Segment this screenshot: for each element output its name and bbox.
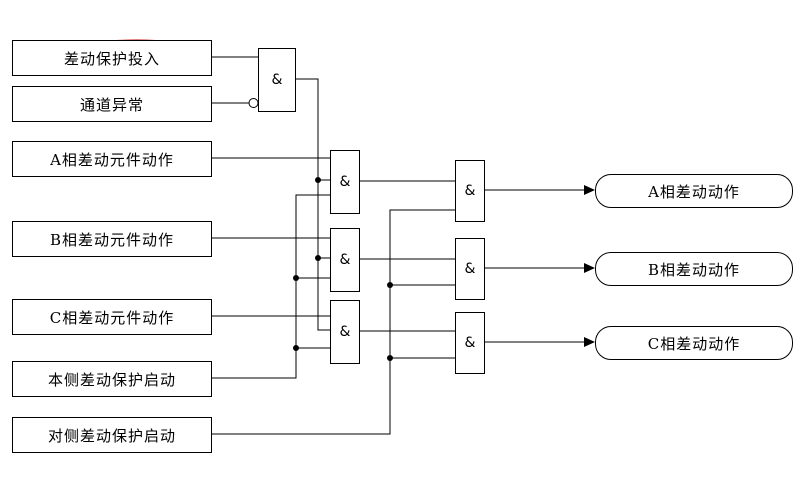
and-symbol: &	[464, 335, 476, 351]
output-phase-a-diff-operate: A相差动动作	[595, 174, 793, 208]
input-label: 通道异常	[79, 95, 144, 114]
input-phase-a-diff-element: A相差动元件动作	[12, 141, 212, 177]
phase-b-output-and-gate: &	[455, 238, 485, 300]
junction-dot	[293, 275, 299, 281]
phase-c-output-and-gate: &	[455, 312, 485, 374]
phase-a-output-and-gate: &	[455, 160, 485, 222]
arrowhead-c	[584, 337, 595, 347]
input-phase-c-diff-element: C相差动元件动作	[12, 299, 212, 335]
junction-dot	[387, 282, 393, 288]
input-label: 本侧差动保护启动	[47, 370, 176, 389]
and-symbol: &	[339, 174, 351, 190]
not-bubble	[248, 98, 259, 108]
input-channel-abnormal: 通道异常	[12, 86, 212, 122]
and-symbol: &	[464, 183, 476, 199]
output-label: C相差动动作	[647, 334, 741, 353]
input-label: 对侧差动保护启动	[47, 426, 176, 445]
wire-remote-start-bus	[210, 209, 455, 435]
enable-and-gate: &	[258, 48, 296, 112]
input-phase-b-diff-element: B相差动元件动作	[12, 221, 212, 257]
output-label: A相差动动作	[648, 182, 740, 201]
input-label: A相差动元件动作	[50, 150, 174, 169]
input-local-side-start: 本侧差动保护启动	[12, 361, 212, 397]
output-phase-b-diff-operate: B相差动动作	[595, 252, 793, 286]
phase-c-and-gate: &	[330, 300, 360, 364]
wire-enable-bus	[294, 78, 330, 331]
and-symbol: &	[339, 252, 351, 268]
junction-dot	[315, 255, 321, 261]
input-label: B相差动元件动作	[49, 230, 175, 249]
junction-dot	[387, 355, 393, 361]
and-symbol: &	[271, 72, 283, 88]
input-label: C相差动元件动作	[49, 308, 175, 327]
arrowhead-a	[584, 185, 595, 195]
and-symbol: &	[339, 324, 351, 340]
junction-dot	[293, 345, 299, 351]
arrowhead-b	[584, 263, 595, 273]
input-diff-protection-on: 差动保护投入	[12, 40, 212, 76]
junction-dot	[315, 177, 321, 183]
output-label: B相差动动作	[647, 260, 741, 279]
input-remote-side-start: 对侧差动保护启动	[12, 417, 212, 453]
wire-local-start-bus	[210, 194, 330, 379]
input-label: 差动保护投入	[63, 49, 160, 68]
phase-a-and-gate: &	[330, 150, 360, 214]
and-symbol: &	[464, 261, 476, 277]
phase-b-and-gate: &	[330, 228, 360, 292]
output-phase-c-diff-operate: C相差动动作	[595, 326, 793, 360]
